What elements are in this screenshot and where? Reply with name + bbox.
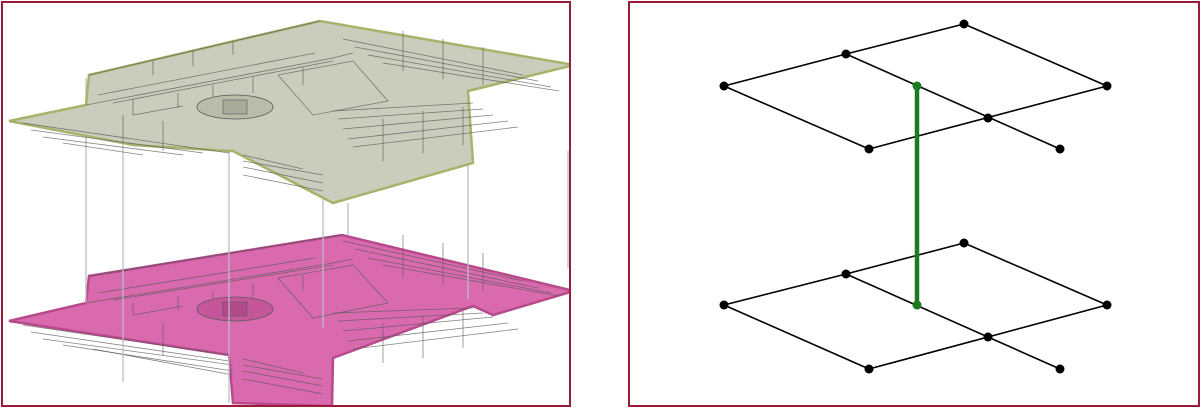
upper-floor-room-lines xyxy=(22,20,560,192)
upper-node-2 xyxy=(841,49,851,59)
upper-edge-3 xyxy=(963,23,1108,87)
upper-node-5 xyxy=(864,144,874,154)
upper-edge-5 xyxy=(723,85,870,150)
floor-plan-3d-drawing xyxy=(8,19,569,405)
lower-floor-atrium-grid xyxy=(222,301,248,317)
lower-node-4 xyxy=(1102,300,1112,310)
lower-node-5 xyxy=(864,364,874,374)
upper-floor-atrium-grid xyxy=(222,99,248,115)
upper-floor-slab xyxy=(8,19,569,205)
lower-edge-5 xyxy=(723,304,870,370)
floor-plan-3d-panel xyxy=(1,1,571,407)
vertical-link-bottom-node xyxy=(912,300,922,310)
upper-node-6 xyxy=(983,113,993,123)
upper-node-7 xyxy=(1055,144,1065,154)
lower-floor-plan xyxy=(8,233,569,405)
lower-node-1 xyxy=(719,300,729,310)
upper-node-3 xyxy=(959,19,969,29)
lower-level-graph xyxy=(719,238,1112,374)
upper-node-4 xyxy=(1102,81,1112,91)
upper-edge-2 xyxy=(845,23,965,55)
upper-edge-1 xyxy=(723,53,847,87)
lower-node-3 xyxy=(959,238,969,248)
lower-edge-1 xyxy=(723,273,847,306)
lower-edge-2 xyxy=(845,242,965,275)
upper-node-1 xyxy=(719,81,729,91)
lower-node-7 xyxy=(1055,364,1065,374)
lower-node-6 xyxy=(983,332,993,342)
floor-graph-drawing xyxy=(719,19,1112,374)
upper-level-graph xyxy=(719,19,1112,154)
lower-edge-6 xyxy=(845,273,1061,370)
graph-panel xyxy=(628,1,1200,407)
vertical-link-top-node xyxy=(912,81,922,91)
lower-node-2 xyxy=(841,269,851,279)
lower-floor-room-lines xyxy=(22,234,560,395)
upper-floor-plan xyxy=(8,19,569,205)
inter-level-link xyxy=(912,81,922,310)
lower-edge-3 xyxy=(963,242,1108,306)
upper-edge-6 xyxy=(845,53,1061,150)
lower-floor-slab xyxy=(8,233,569,405)
